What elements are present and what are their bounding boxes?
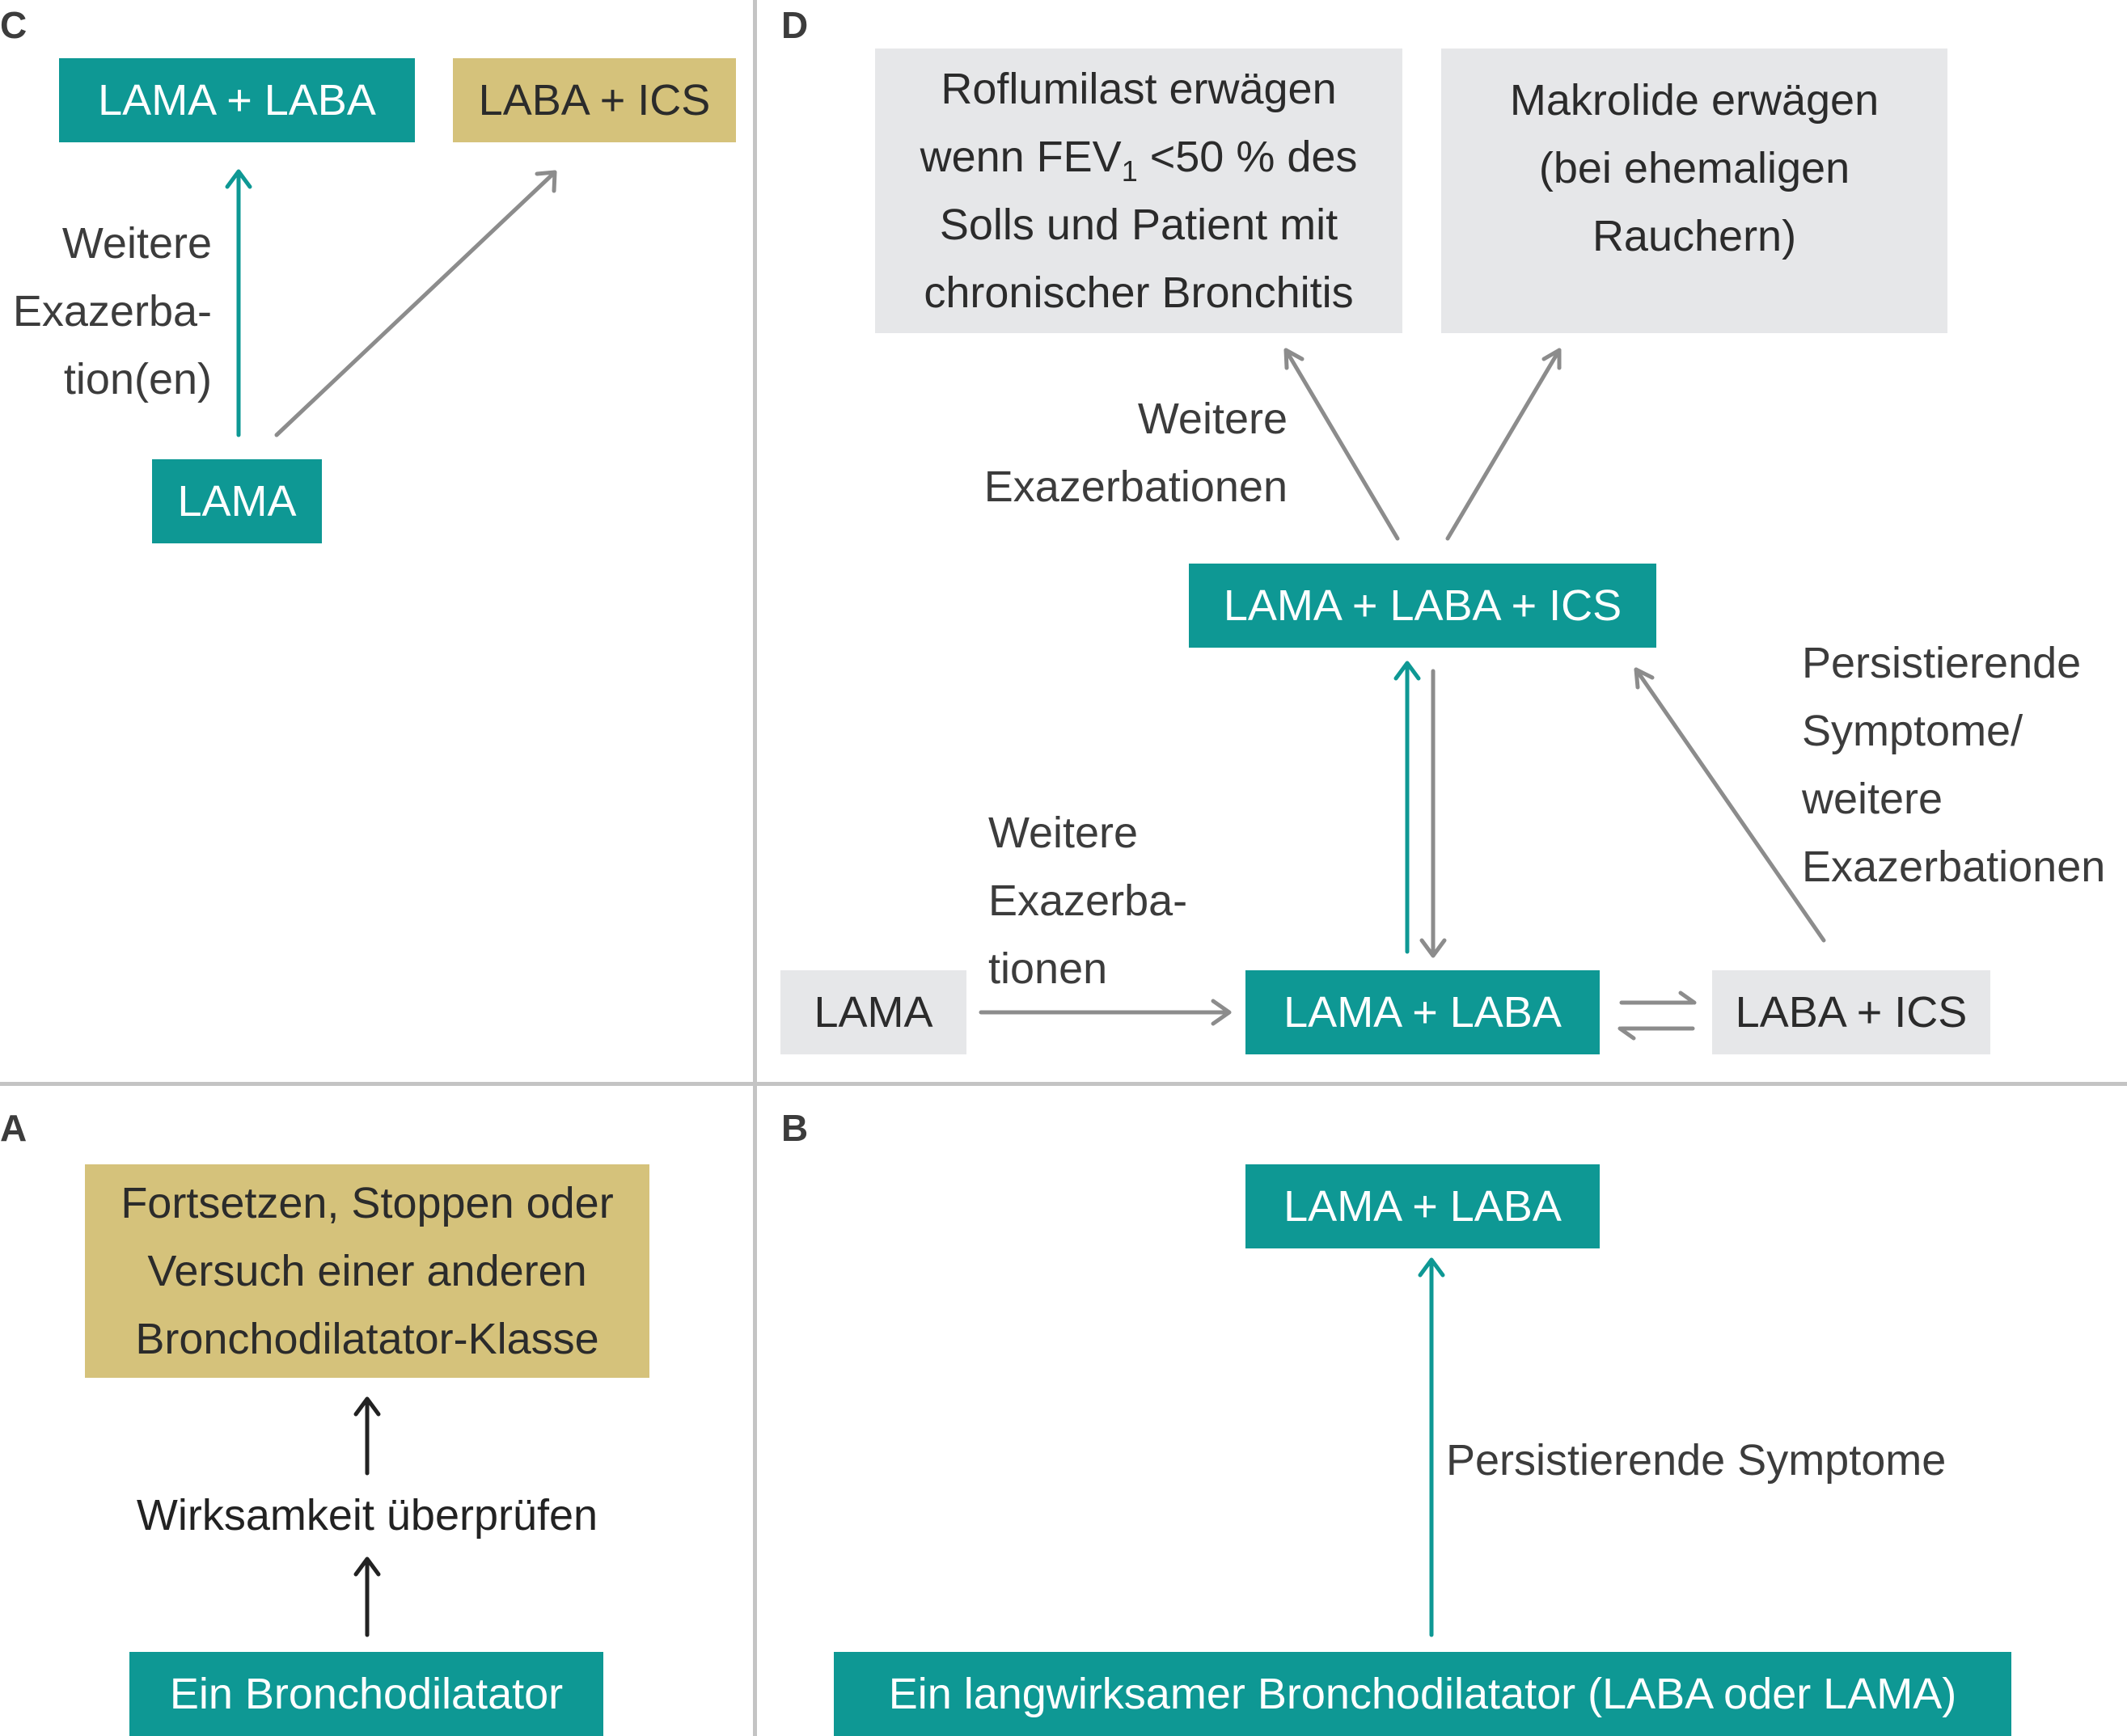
panel-letter-c: C	[0, 4, 27, 46]
label-line: Symptome/	[1802, 707, 2023, 755]
arrow-d-exchange-left	[1617, 1026, 1695, 1041]
label-line: Exazerbationen	[983, 463, 1288, 511]
fev-threshold: <50 % des	[1137, 133, 1358, 181]
arrow-c-lama-to-lama-laba	[225, 169, 252, 437]
arrow-c-lama-to-laba-ics	[274, 170, 557, 437]
label-line: weitere	[1802, 775, 1943, 823]
roflumilast-line-2: wenn FEV1 <50 % des	[920, 123, 1358, 191]
makrolide-line-3: Rauchern)	[1592, 212, 1797, 260]
label-line: Exazerba-	[12, 287, 212, 336]
fev-text: wenn FEV	[920, 133, 1122, 181]
panel-letter-d: D	[781, 4, 809, 46]
label-line: Weitere	[1137, 395, 1288, 443]
arrow-d-triple-down-to-lama-laba	[1419, 669, 1447, 958]
panel-letter-b: B	[781, 1107, 809, 1149]
label-b-persistierende-symptome: Persistierende Symptome	[1446, 1436, 1947, 1485]
label-d-weitere-exazerbationen-left: Weitere Exazerba- tionen	[988, 799, 1187, 1003]
box-c-laba-ics: LABA + ICS	[453, 58, 736, 142]
arrow-a-upper	[353, 1396, 381, 1476]
box-c-lama-laba: LAMA + LABA	[59, 58, 415, 142]
arrow-d-laba-ics-to-triple	[1634, 667, 1826, 943]
arrow-d-lama-laba-up-to-triple	[1393, 661, 1421, 954]
label-line: Persistierende	[1802, 639, 2082, 687]
arrow-d-triple-to-makrolide	[1445, 348, 1562, 541]
label-line: Exazerba-	[988, 876, 1188, 925]
label-line: tionen	[988, 944, 1108, 993]
arrow-d-exchange-right	[1619, 990, 1697, 1005]
label-line: tion(en)	[63, 355, 212, 403]
horizontal-divider	[0, 1082, 2127, 1086]
label-line: Weitere	[61, 219, 212, 268]
roflumilast-line-4: chronischer Bronchitis	[924, 268, 1354, 317]
fortsetzen-line-2: Versuch einer anderen	[147, 1247, 587, 1295]
box-d-roflumilast: Roflumilast erwägen wenn FEV1 <50 % des …	[875, 49, 1402, 333]
box-d-makrolide: Makrolide erwägen (bei ehemaligen Rauche…	[1441, 49, 1947, 333]
panel-letter-a: A	[0, 1107, 27, 1149]
makrolide-line-2: (bei ehemaligen	[1538, 144, 1850, 192]
box-d-lama-laba: LAMA + LABA	[1245, 970, 1600, 1054]
fortsetzen-line-1: Fortsetzen, Stoppen oder	[121, 1179, 614, 1227]
label-d-weitere-exazerbationen-top: Weitere Exazerbationen	[890, 385, 1288, 521]
box-d-lama-laba-ics: LAMA + LABA + ICS	[1189, 564, 1656, 648]
arrow-a-lower	[353, 1556, 381, 1637]
vertical-divider	[753, 0, 757, 1736]
arrow-b-up	[1418, 1257, 1445, 1637]
label-c-weitere-exazerbationen: Weitere Exazerba- tion(en)	[0, 209, 212, 413]
box-a-fortsetzen: Fortsetzen, Stoppen oder Versuch einer a…	[85, 1164, 649, 1378]
label-d-persistierende-symptome-exazerbationen: Persistierende Symptome/ weitere Exazerb…	[1802, 629, 2105, 901]
arrow-d-lama-to-lama-laba	[979, 999, 1232, 1026]
makrolide-line-1: Makrolide erwägen	[1509, 76, 1880, 125]
box-a-ein-bronchodilatator: Ein Bronchodilatator	[129, 1652, 603, 1736]
label-line: Weitere	[988, 809, 1139, 857]
roflumilast-line-3: Solls und Patient mit	[939, 201, 1338, 249]
label-line: Exazerbationen	[1802, 843, 2106, 891]
box-d-lama: LAMA	[780, 970, 966, 1054]
box-c-lama: LAMA	[152, 459, 322, 543]
fortsetzen-line-3: Bronchodilatator-Klasse	[135, 1315, 599, 1363]
arrow-d-triple-to-roflumilast	[1283, 348, 1400, 541]
label-a-wirksamkeit: Wirksamkeit überprüfen	[136, 1491, 598, 1540]
roflumilast-line-1: Roflumilast erwägen	[941, 65, 1337, 113]
box-b-lama-laba: LAMA + LABA	[1245, 1164, 1600, 1248]
box-d-laba-ics: LABA + ICS	[1712, 970, 1990, 1054]
box-b-langwirksamer-bronchodilatator: Ein langwirksamer Bronchodilatator (LABA…	[834, 1652, 2011, 1736]
fev-subscript: 1	[1121, 154, 1138, 188]
